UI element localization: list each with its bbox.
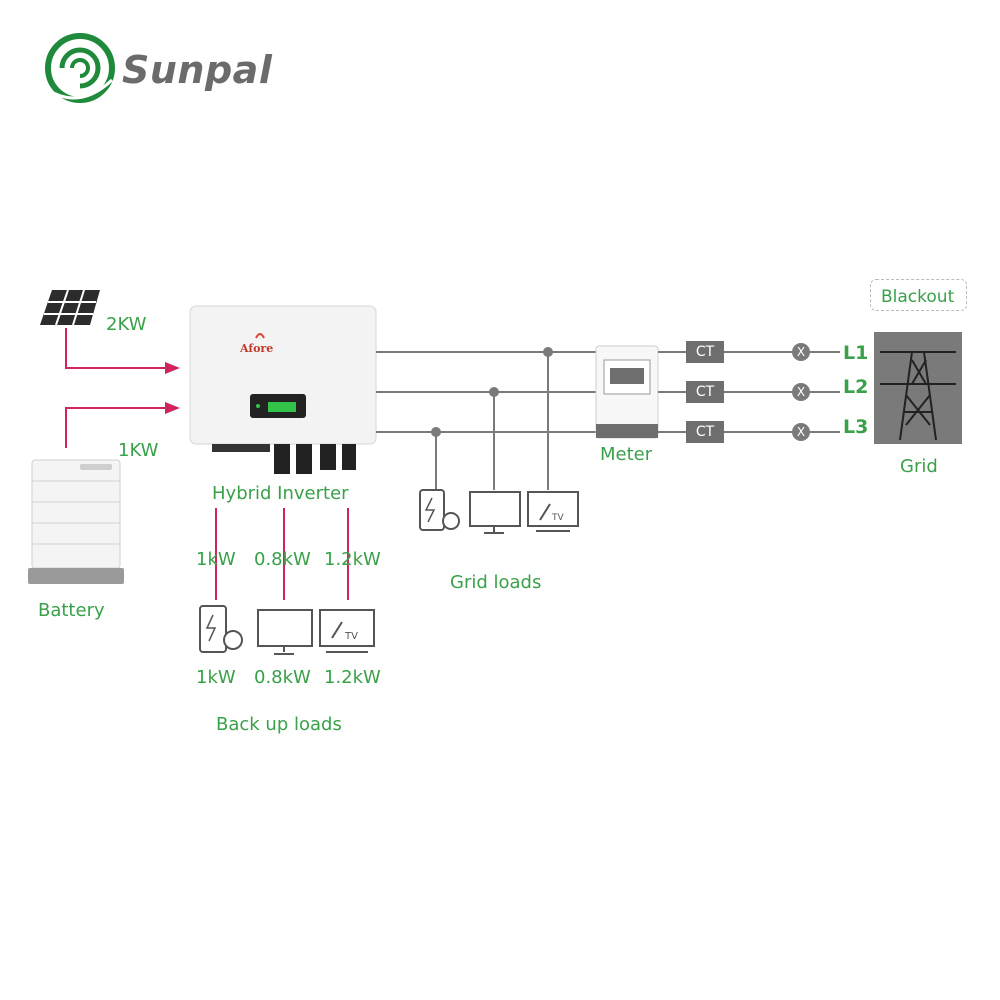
inverter-label: Hybrid Inverter	[212, 483, 349, 504]
bus-lines	[376, 351, 596, 490]
sunpal-swirl-logo-icon	[45, 33, 115, 103]
backup-load-tv-icon: TV	[319, 609, 375, 653]
phase-label-l1: L1	[843, 342, 869, 364]
ct-box-l3: CT	[686, 421, 724, 443]
phase-label-l2: L2	[843, 376, 869, 398]
solar-panel-icon	[40, 289, 100, 326]
breaker-l1: X	[792, 343, 810, 361]
grid-load-tv-icon: TV	[527, 491, 579, 532]
battery-flow-arrow	[65, 407, 165, 448]
solar-arrowhead	[165, 362, 180, 374]
backup-load-ev-charger-icon	[199, 605, 243, 653]
battery-label: Battery	[38, 600, 105, 621]
backup-line-power-1: 1kW	[196, 549, 236, 570]
backup-power-2: 0.8kW	[254, 667, 311, 688]
breaker-l3: X	[792, 423, 810, 441]
grid-loads-label: Grid loads	[450, 572, 542, 593]
solar-power-label: 2KW	[106, 314, 147, 335]
blackout-label: Blackout	[881, 287, 955, 307]
meter-icon	[595, 345, 659, 439]
backup-line-power-3: 1.2kW	[324, 549, 381, 570]
backup-power-1: 1kW	[196, 667, 236, 688]
meter-label: Meter	[600, 444, 653, 465]
ct-box-l1: CT	[686, 341, 724, 363]
hybrid-inverter-icon	[189, 305, 377, 474]
backup-feed-lines	[215, 508, 349, 600]
backup-line-power-2: 0.8kW	[254, 549, 311, 570]
blackout-badge: Blackout	[870, 279, 967, 311]
solar-flow-arrow	[65, 328, 165, 369]
brand-name: Sunpal	[122, 48, 273, 92]
junction-dots	[431, 347, 553, 437]
battery-arrowhead	[165, 402, 180, 414]
backup-loads-label: Back up loads	[216, 714, 342, 735]
battery-power-label: 1KW	[118, 440, 159, 461]
backup-load-monitor-icon	[257, 609, 313, 655]
backup-power-3: 1.2kW	[324, 667, 381, 688]
phase-label-l3: L3	[843, 416, 869, 438]
svg-text:TV: TV	[551, 513, 564, 523]
svg-text:TV: TV	[344, 631, 358, 642]
breaker-l2: X	[792, 383, 810, 401]
battery-stack-icon	[28, 459, 124, 584]
ct-box-l2: CT	[686, 381, 724, 403]
grid-load-ev-charger-icon	[419, 489, 460, 531]
grid-label: Grid	[900, 456, 938, 477]
inverter-brand-mark: Afore	[240, 342, 274, 355]
transmission-tower-icon	[874, 332, 962, 444]
grid-load-monitor-icon	[469, 491, 521, 534]
